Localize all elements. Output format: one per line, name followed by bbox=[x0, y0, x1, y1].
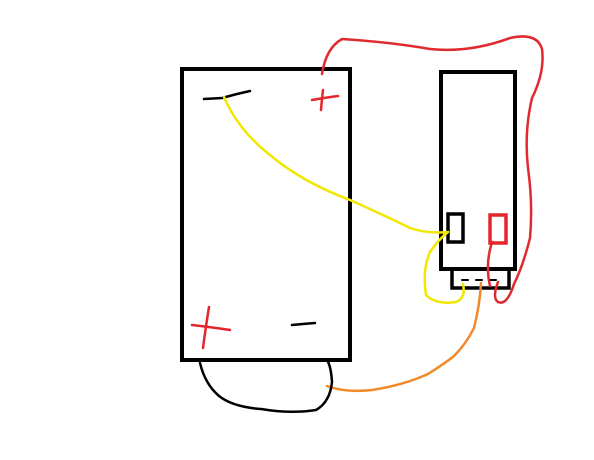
large-block-negative-sign-top bbox=[202, 89, 252, 101]
wire-black bbox=[198, 358, 334, 413]
large-block-negative-sign-bottom bbox=[290, 321, 317, 327]
wire-orange bbox=[325, 281, 483, 393]
large-block-positive-sign-top bbox=[310, 88, 340, 112]
large-block-outline bbox=[180, 67, 352, 362]
large-block-positive-sign-bottom bbox=[190, 305, 232, 350]
wires bbox=[198, 35, 544, 413]
wire-red bbox=[320, 35, 544, 304]
small-module bbox=[439, 70, 517, 290]
wire-yellow bbox=[222, 95, 465, 304]
small-module-red-terminal bbox=[488, 213, 508, 245]
small-module-black-terminal bbox=[446, 212, 465, 244]
large-block bbox=[180, 67, 352, 362]
